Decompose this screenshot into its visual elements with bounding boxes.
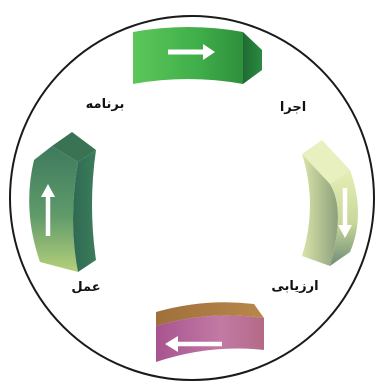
top-block — [133, 27, 262, 84]
left-block-face — [29, 146, 78, 272]
top-block-side — [243, 32, 262, 84]
label-evaluate: ارزیابی — [271, 279, 318, 294]
bottom-block-face — [156, 315, 264, 362]
label-execute: اجرا — [280, 100, 306, 115]
label-action: عمل — [71, 280, 100, 295]
left-block — [29, 132, 96, 272]
top-block-face — [133, 27, 243, 84]
right-block — [302, 140, 358, 266]
label-plan: برنامه — [86, 97, 125, 112]
bottom-block — [156, 302, 264, 362]
